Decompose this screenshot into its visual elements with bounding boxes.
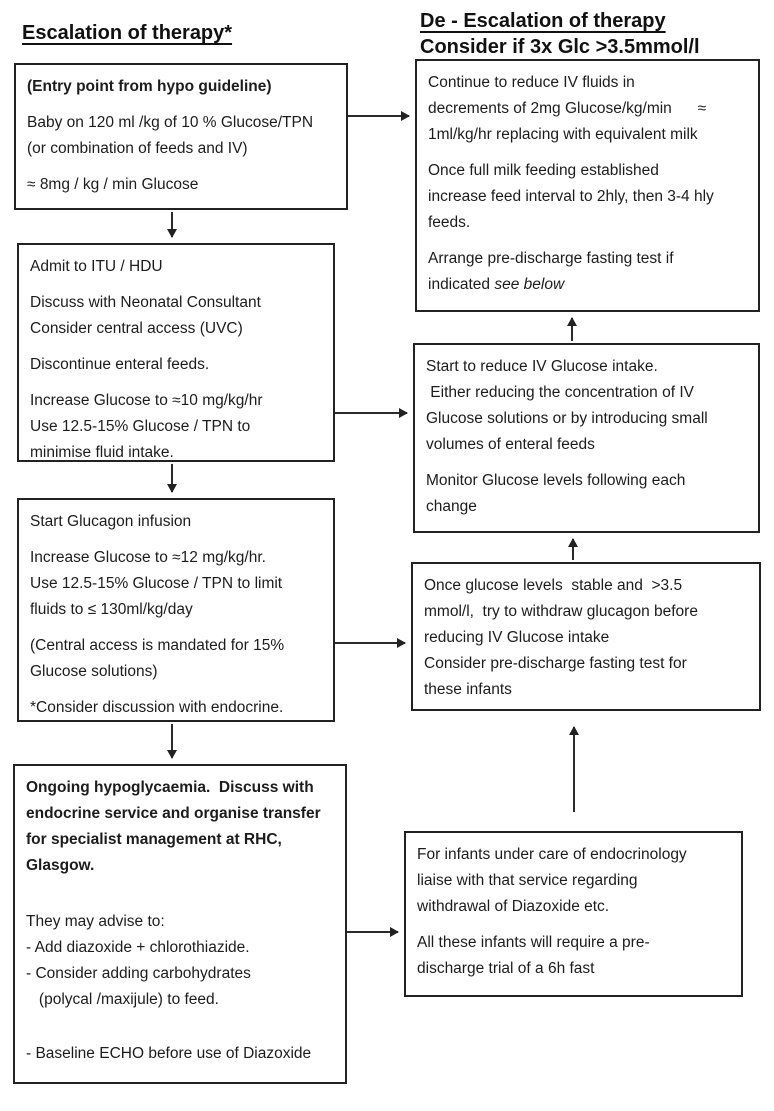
text-line: Use 12.5-15% Glucose / TPN to xyxy=(30,418,251,435)
text-line: Consider central access (UVC) xyxy=(30,320,243,337)
text-line: minimise fluid intake. xyxy=(30,444,174,461)
text-line: discharge trial of a 6h fast xyxy=(417,960,595,977)
text-line: Continue to reduce IV fluids in xyxy=(428,74,635,91)
text-line: increase feed interval to 2hly, then 3-4… xyxy=(428,188,714,205)
text-line: For infants under care of endocrinology xyxy=(417,846,687,863)
endocrinology-box: For infants under care of endocrinology … xyxy=(404,831,743,997)
text-line: Arrange pre-discharge fasting test if xyxy=(428,250,674,267)
text-line: liaise with that service regarding xyxy=(417,872,638,889)
text-line: Glucose solutions or by introducing smal… xyxy=(426,410,708,427)
text-line: ≈ 8mg / kg / min Glucose xyxy=(27,176,199,193)
text-line: Once full milk feeding established xyxy=(428,162,659,179)
reduce-iv-glucose-box: Start to reduce IV Glucose intake. Eithe… xyxy=(413,343,760,533)
text-line: withdrawal of Diazoxide etc. xyxy=(417,898,610,915)
text-line: Increase Glucose to ≈10 mg/kg/hr xyxy=(30,392,263,409)
text-line: Either reducing the concentration of IV xyxy=(426,384,694,401)
admit-itu-box: Admit to ITU / HDU Discuss with Neonatal… xyxy=(17,243,335,462)
deescalation-title-line2: Consider if 3x Glc >3.5mmol/l xyxy=(420,36,700,58)
glucose-stable-box: Once glucose levels stable and >3.5 mmol… xyxy=(411,562,761,711)
text-line: Consider pre-discharge fasting test for xyxy=(424,655,687,672)
text-line: reducing IV Glucose intake xyxy=(424,629,610,646)
see-below-note: see below xyxy=(494,276,565,293)
text-line: Start to reduce IV Glucose intake. xyxy=(426,358,658,375)
text-line: Discuss with Neonatal Consultant xyxy=(30,294,261,311)
escalation-title: Escalation of therapy* xyxy=(22,22,233,44)
text-line: Monitor Glucose levels following each xyxy=(426,472,686,489)
text-line: - Consider adding carbohydrates xyxy=(26,965,251,982)
text-line: for specialist management at RHC, xyxy=(26,831,282,848)
text-line: mmol/l, try to withdraw glucagon before xyxy=(424,603,698,620)
entry-point-box: (Entry point from hypo guideline) Baby o… xyxy=(14,63,348,210)
text-line: Start Glucagon infusion xyxy=(30,513,192,530)
text-line: Once glucose levels stable and >3.5 xyxy=(424,577,683,594)
text-segment: indicated xyxy=(428,276,495,293)
entry-heading: (Entry point from hypo guideline) xyxy=(27,78,272,95)
text-line: Glucose solutions) xyxy=(30,663,158,680)
text-line: 1ml/kg/hr replacing with equivalent milk xyxy=(428,126,698,143)
text-line: Increase Glucose to ≈12 mg/kg/hr. xyxy=(30,549,266,566)
text-line: decrements of 2mg Glucose/kg/min ≈ xyxy=(428,100,707,117)
text-line: (Central access is mandated for 15% xyxy=(30,637,285,654)
text-line: Glasgow. xyxy=(26,857,95,874)
text-line: They may advise to: xyxy=(26,913,165,930)
text-line: Use 12.5-15% Glucose / TPN to limit xyxy=(30,575,283,592)
text-line: Admit to ITU / HDU xyxy=(30,258,163,275)
deescalation-title-line1: De - Escalation of therapy xyxy=(420,10,666,32)
text-line: Ongoing hypoglycaemia. Discuss with xyxy=(26,779,314,796)
glucagon-infusion-box: Start Glucagon infusion Increase Glucose… xyxy=(17,498,335,722)
ongoing-hypoglycaemia-box: Ongoing hypoglycaemia. Discuss with endo… xyxy=(13,764,347,1084)
text-line: All these infants will require a pre- xyxy=(417,934,650,951)
text-line: feeds. xyxy=(428,214,471,231)
text-line: volumes of enteral feeds xyxy=(426,436,595,453)
text-line: Baby on 120 ml /kg of 10 % Glucose/TPN xyxy=(27,114,314,131)
reduce-iv-fluids-box: Continue to reduce IV fluids in decremen… xyxy=(415,59,760,312)
text-line: *Consider discussion with endocrine. xyxy=(30,699,284,716)
text-line: indicated see below xyxy=(428,272,747,298)
text-line: fluids to ≤ 130ml/kg/day xyxy=(30,601,193,618)
deescalation-title: De - Escalation of therapy Consider if 3… xyxy=(420,8,700,60)
text-line: (polycal /maxijule) to feed. xyxy=(26,991,219,1008)
text-line: (or combination of feeds and IV) xyxy=(27,140,248,157)
text-line: endocrine service and organise transfer xyxy=(26,805,321,822)
text-line: change xyxy=(426,498,477,515)
text-line: Discontinue enteral feeds. xyxy=(30,356,210,373)
text-line: - Baseline ECHO before use of Diazoxide xyxy=(26,1045,312,1062)
text-line: - Add diazoxide + chlorothiazide. xyxy=(26,939,250,956)
text-line: these infants xyxy=(424,681,512,698)
